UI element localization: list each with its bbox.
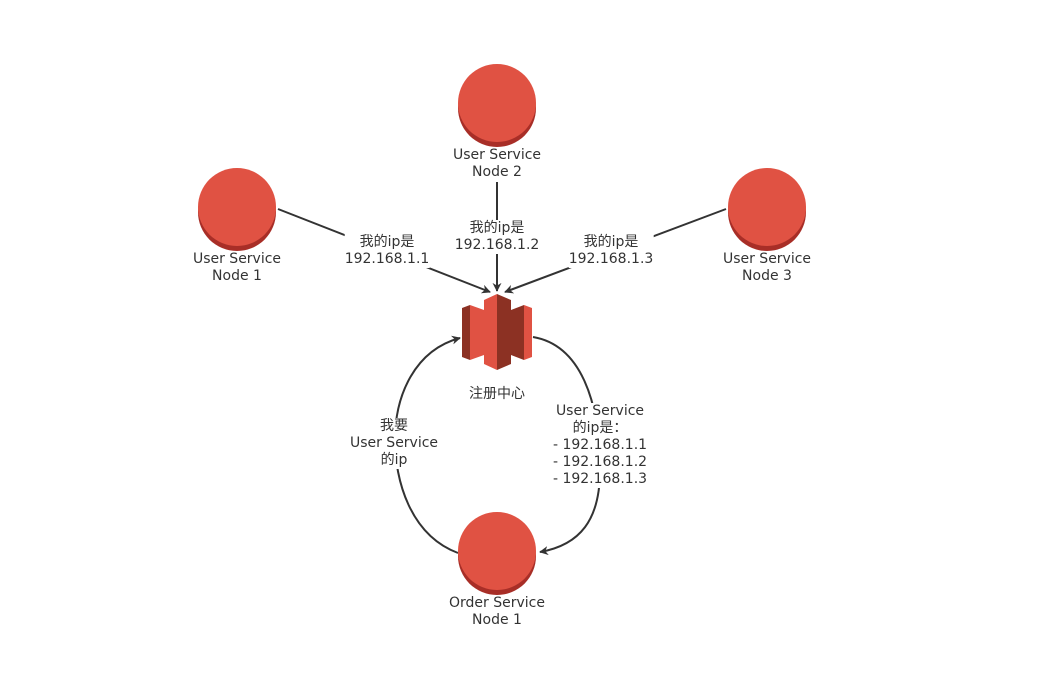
registry-icon	[462, 294, 532, 370]
order-service-node-1	[458, 512, 536, 595]
registry-left-front	[470, 305, 484, 360]
label-line: 我要	[379, 418, 408, 434]
registry-right-front	[511, 305, 524, 360]
node-face	[458, 64, 536, 142]
label-line: 我的ip是	[359, 234, 415, 250]
registry-left-face	[462, 305, 470, 360]
label-line: 192.168.1.1	[344, 251, 430, 267]
registry-label: 注册中心	[469, 386, 525, 403]
label-line: Node 1	[212, 268, 262, 284]
user-service-node-2	[458, 64, 536, 147]
label-line: 我的ip是	[583, 234, 639, 250]
order-node-1-label: Order Service Node 1	[449, 595, 545, 629]
label-line: Order Service	[449, 595, 545, 611]
label-line: 的ip是：	[572, 420, 628, 436]
user-node-3-label: User Service Node 3	[723, 251, 811, 285]
label-line: User Service	[192, 251, 282, 267]
label-line: 注册中心	[469, 386, 525, 402]
user-node-1-label: User Service Node 1	[193, 251, 281, 285]
registry-right-face	[524, 305, 532, 360]
user-service-node-1	[198, 168, 276, 251]
label-line: 192.168.1.3	[568, 251, 654, 267]
label-line: User Service	[349, 435, 439, 451]
edge-registry-response-label: User Service 的ip是： - 192.168.1.1 - 192.1…	[552, 403, 648, 488]
label-line: User Service	[555, 403, 645, 419]
label-line: User Service	[722, 251, 812, 267]
edge-node3-label: 我的ip是 192.168.1.3	[568, 234, 654, 268]
label-line: 192.168.1.2	[454, 237, 540, 253]
user-node-2-label: User Service Node 2	[453, 147, 541, 181]
registry-center-left	[484, 294, 497, 370]
registry-center-right	[497, 294, 511, 370]
label-line: 我的ip是	[469, 220, 525, 236]
label-line: Node 3	[742, 268, 792, 284]
node-face	[728, 168, 806, 246]
node-face	[198, 168, 276, 246]
label-line: - 192.168.1.1	[552, 437, 648, 453]
label-line: 的ip	[380, 452, 408, 468]
label-line: Node 1	[472, 612, 522, 628]
edge-node2-label: 我的ip是 192.168.1.2	[454, 220, 540, 254]
label-line: - 192.168.1.2	[552, 454, 648, 470]
label-line: Node 2	[472, 164, 522, 180]
edge-order-request-label: 我要 User Service 的ip	[349, 418, 439, 469]
label-line: - 192.168.1.3	[552, 471, 648, 487]
label-line: User Service	[452, 147, 542, 163]
user-service-node-3	[728, 168, 806, 251]
edge-node1-label: 我的ip是 192.168.1.1	[344, 234, 430, 268]
node-face	[458, 512, 536, 590]
